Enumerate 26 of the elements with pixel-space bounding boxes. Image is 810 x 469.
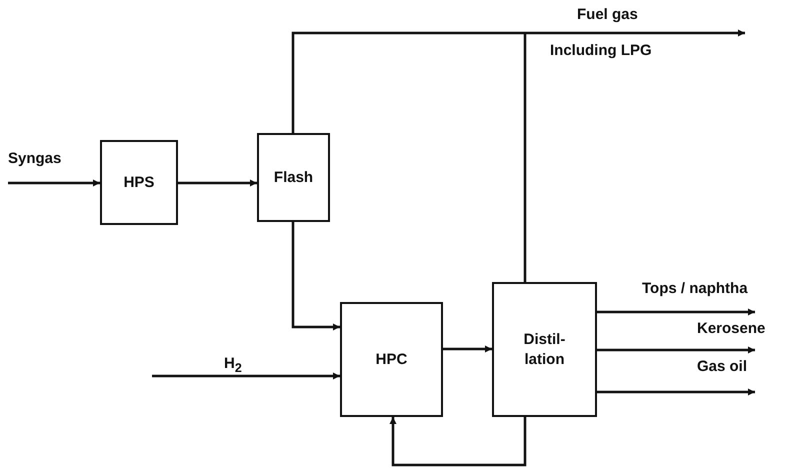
flow-arrow [597, 388, 755, 396]
process-label: HPC [376, 350, 408, 370]
stream-label: Fuel gas [577, 6, 638, 23]
stream-label: Syngas [8, 150, 62, 167]
process-label: HPS [124, 172, 154, 192]
flow-line [524, 33, 526, 282]
flow-arrow [178, 180, 257, 186]
flow-arrow [292, 30, 745, 133]
flow-arrow [597, 346, 755, 354]
process-box [492, 282, 597, 417]
stream-label: Gas oil [697, 358, 748, 375]
stream-note: Including LPG [550, 42, 652, 59]
process-box [257, 133, 330, 222]
flow-arrow [390, 417, 526, 466]
process-label: Distil- lation [522, 330, 566, 369]
flow-arrow [152, 372, 340, 380]
flow-arrow [292, 222, 340, 330]
flow-arrow [8, 180, 100, 186]
stream-label: Kerosene [697, 320, 766, 337]
process-box [100, 140, 178, 225]
flow-arrow [443, 346, 492, 352]
stream-label: H$_{2}$ [224, 355, 242, 375]
stream-label: Tops / naphtha [642, 280, 748, 297]
flow-arrow [597, 308, 755, 316]
process-label: Flash [274, 168, 314, 188]
process-box [340, 302, 443, 417]
